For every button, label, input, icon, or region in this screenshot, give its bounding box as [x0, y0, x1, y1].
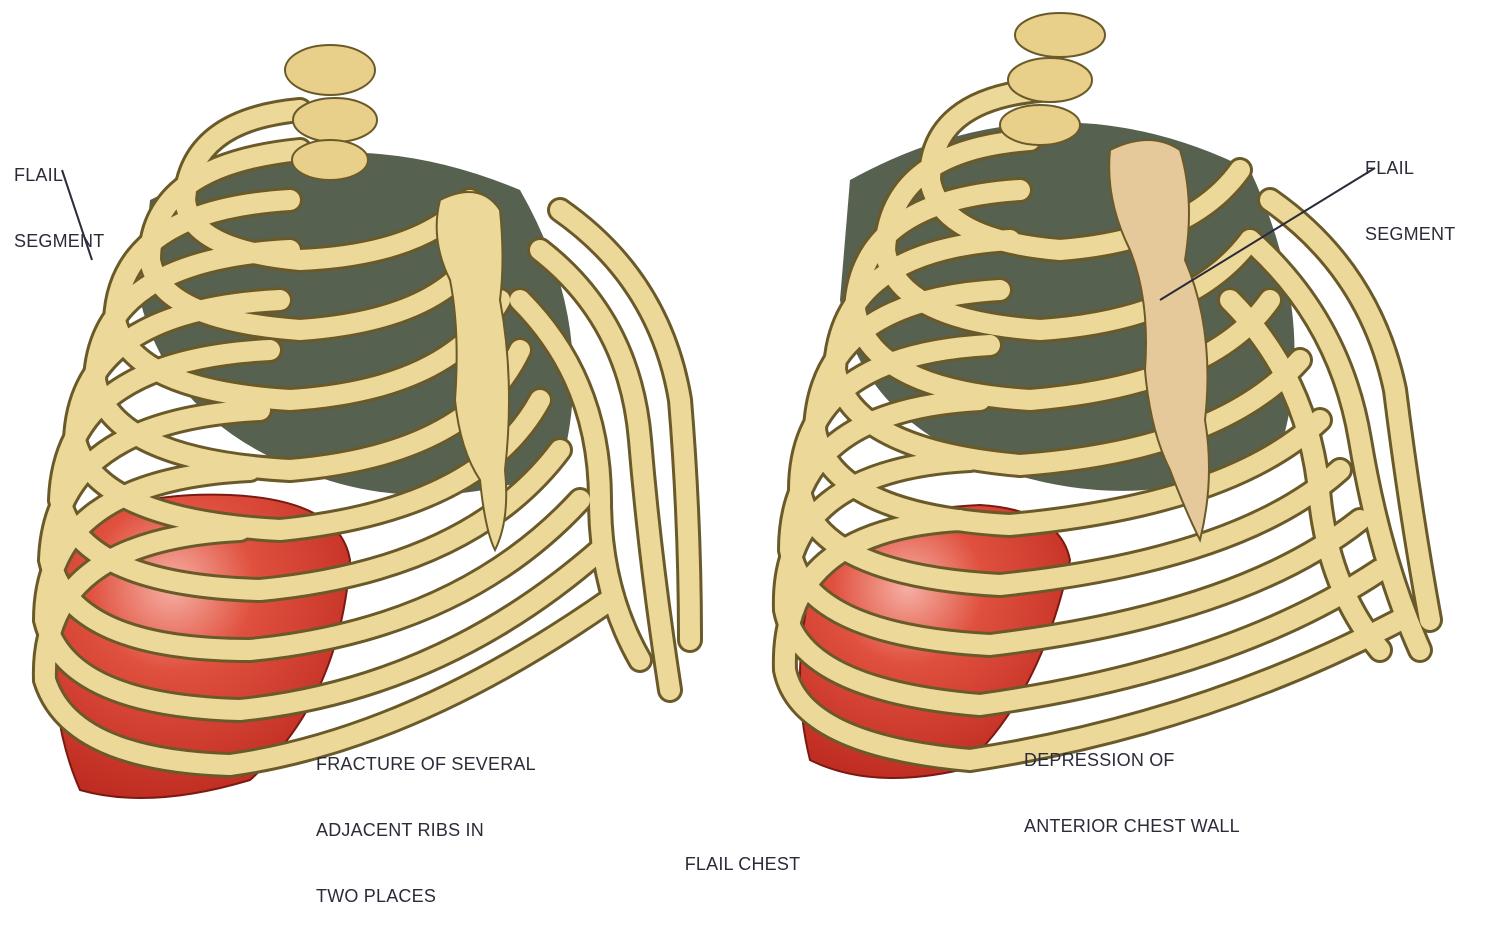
left-flail-label-line-1: FLAIL: [14, 164, 104, 186]
left-rib-cage: [45, 45, 690, 798]
fracture-label-line-1: FRACTURE OF SEVERAL: [316, 753, 536, 775]
depression-label-line-2: ANTERIOR CHEST WALL: [1024, 815, 1240, 837]
right-flail-segment-label: FLAIL SEGMENT: [1365, 113, 1455, 267]
right-flail-label-line-1: FLAIL: [1365, 157, 1455, 179]
fracture-label-line-3: TWO PLACES: [316, 885, 536, 907]
flail-chest-illustration: [0, 0, 1485, 875]
figure-caption: FLAIL CHEST: [0, 853, 1485, 875]
fracture-label: FRACTURE OF SEVERAL ADJACENT RIBS IN TWO…: [316, 709, 536, 929]
right-flail-label-line-2: SEGMENT: [1365, 223, 1455, 245]
right-rib-cage: [785, 13, 1430, 778]
fracture-label-line-2: ADJACENT RIBS IN: [316, 819, 536, 841]
left-flail-segment-label: FLAIL SEGMENT: [14, 120, 104, 274]
left-vertebrae: [285, 45, 377, 180]
left-flail-label-line-2: SEGMENT: [14, 230, 104, 252]
depression-label: DEPRESSION OF ANTERIOR CHEST WALL: [1024, 705, 1240, 859]
depression-label-line-1: DEPRESSION OF: [1024, 749, 1240, 771]
